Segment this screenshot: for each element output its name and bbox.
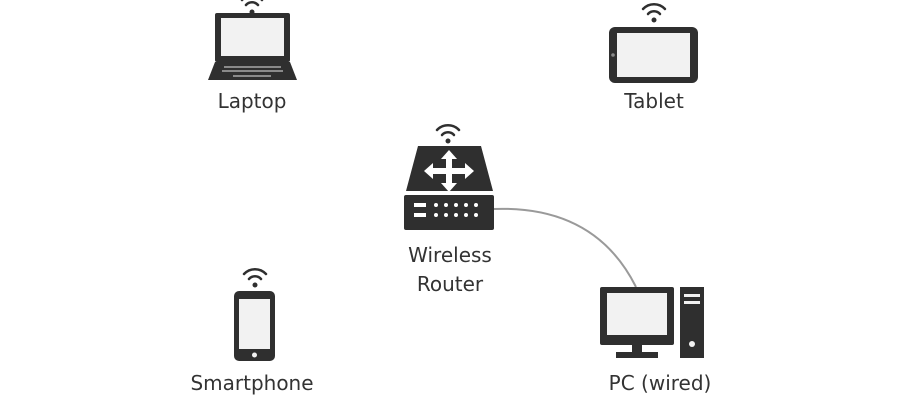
pc-label: PC (wired) — [608, 371, 712, 395]
four-way-arrow-icon — [424, 150, 474, 192]
tablet-node — [609, 2, 698, 83]
smartphone-node — [234, 267, 275, 361]
desktop-pc-icon — [600, 287, 704, 358]
router-label-line1: Wireless — [408, 243, 492, 267]
smartphone-icon — [234, 291, 275, 361]
wired-connection-line — [492, 207, 637, 288]
laptop-node — [208, 0, 297, 80]
wifi-signal-icon — [641, 2, 667, 23]
wifi-signal-icon — [240, 0, 264, 15]
laptop-label: Laptop — [217, 89, 287, 113]
pc-node — [600, 287, 704, 358]
tablet-icon — [609, 27, 698, 83]
tablet-label: Tablet — [624, 89, 684, 113]
wifi-signal-icon — [242, 267, 268, 288]
router-label: Wireless Router — [370, 241, 530, 299]
router-label-line2: Router — [416, 272, 484, 296]
router-ports — [414, 203, 478, 217]
smartphone-label: Smartphone — [190, 371, 314, 395]
router-node — [404, 123, 494, 230]
laptop-icon — [208, 13, 297, 80]
wifi-signal-icon — [435, 123, 461, 144]
wireless-router-icon — [404, 146, 494, 230]
